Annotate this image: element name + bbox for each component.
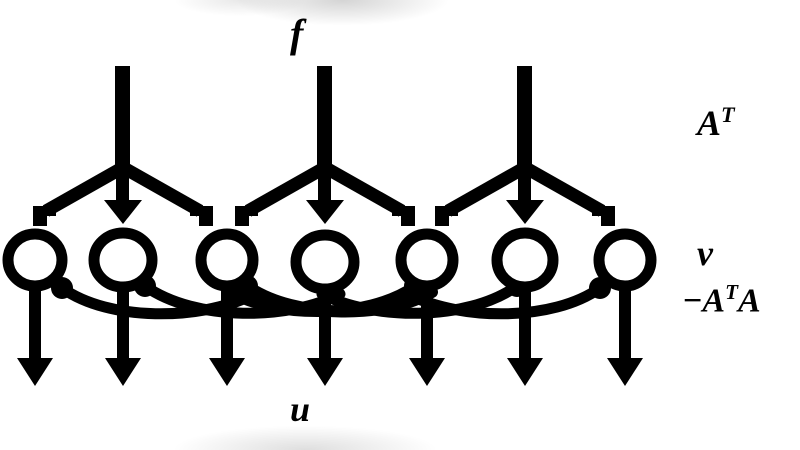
state-node-circle[interactable] — [88, 227, 158, 293]
branch-arrow-right — [522, 162, 606, 217]
input-tree-group — [33, 66, 615, 226]
input-trunk — [317, 66, 332, 171]
output-label-u: u — [290, 389, 311, 429]
branch-arrowhead-center — [506, 200, 544, 224]
output-arrow — [105, 280, 141, 386]
branch-arrowhead-right — [190, 206, 213, 226]
output-arrow — [607, 280, 643, 386]
branch-arrowhead-left — [235, 206, 258, 226]
state-node-circle[interactable] — [593, 228, 657, 292]
branch-arrowhead-right — [392, 206, 415, 226]
branch-arrow-left — [444, 162, 528, 217]
state-label-v: v — [697, 233, 713, 273]
coupling-a-first: A — [702, 282, 726, 320]
branch-arrowhead-left — [435, 206, 458, 226]
branch-arrow-right — [120, 162, 204, 217]
branch-arrowhead-right — [592, 206, 615, 226]
branch-arrowhead-center — [104, 200, 142, 224]
state-node-group — [2, 227, 657, 295]
input-tree-2 — [235, 66, 415, 226]
lateral-coupling-arc — [316, 280, 523, 319]
state-node-circle[interactable] — [491, 227, 559, 293]
state-node-circle[interactable] — [2, 228, 68, 292]
state-node-circle[interactable] — [395, 228, 459, 292]
output-arrow — [209, 280, 245, 386]
operator-a-letter: A — [697, 103, 722, 143]
output-arrow — [17, 280, 53, 386]
coupling-minus-sign: − — [683, 282, 703, 320]
operator-label-a-transpose: AT — [697, 102, 735, 143]
output-arrow — [507, 280, 543, 386]
coupling-a-second: A — [737, 282, 761, 320]
state-node-circle[interactable] — [290, 229, 360, 295]
input-tree-3 — [435, 66, 615, 226]
branch-arrowhead-center — [306, 200, 344, 224]
operator-a-superscript: T — [721, 102, 735, 127]
input-trunk — [517, 66, 532, 171]
branch-arrow-left — [42, 162, 126, 217]
coupling-superscript: T — [725, 280, 738, 304]
input-label-f: f — [290, 11, 304, 56]
output-arrow — [409, 280, 445, 386]
output-arrow — [307, 280, 343, 386]
branch-arrowhead-left — [33, 206, 56, 226]
coupling-label-minus-at-a: −ATA — [683, 280, 761, 320]
output-arrow-group — [17, 280, 643, 386]
input-trunk — [115, 66, 130, 171]
input-tree-1 — [33, 66, 213, 226]
branch-arrow-right — [322, 162, 406, 217]
branch-arrow-left — [244, 162, 328, 217]
state-node-circle[interactable] — [195, 228, 259, 292]
